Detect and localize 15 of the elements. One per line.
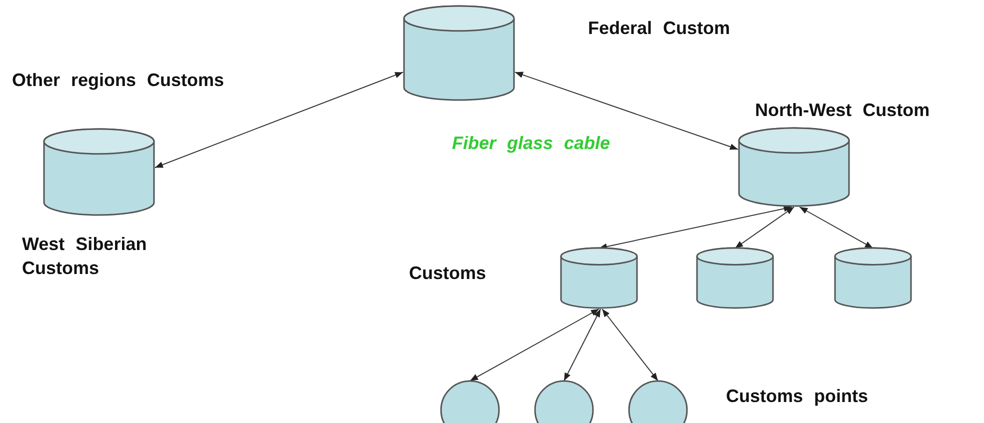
double-arrow [598, 206, 792, 250]
double-arrow [154, 72, 404, 168]
cable-label: Fiber glass cable [452, 132, 610, 155]
text-label: Customs points [726, 385, 868, 408]
text-label: Customs [409, 262, 486, 285]
double-arrow [602, 308, 658, 382]
double-arrow [470, 308, 600, 382]
double-arrow [734, 206, 794, 249]
node-caption: West Siberian Customs [22, 233, 148, 280]
text-label: Federal Custom [588, 17, 730, 40]
double-arrow [514, 72, 738, 150]
double-arrow [564, 308, 602, 382]
double-arrow [799, 206, 874, 249]
node-caption: North-West Custom [755, 99, 930, 122]
text-label: Other regions Customs [12, 69, 224, 92]
